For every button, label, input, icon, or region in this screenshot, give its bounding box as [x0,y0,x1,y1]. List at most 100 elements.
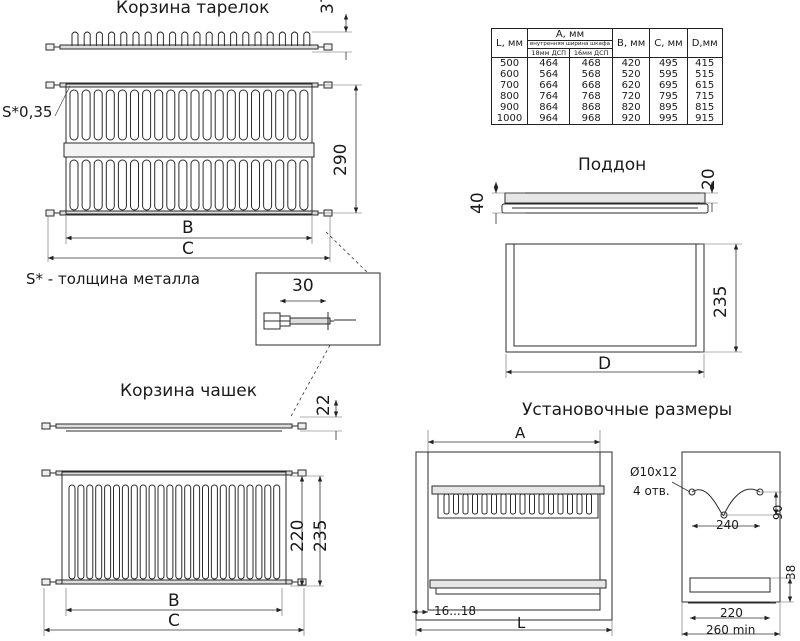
table-cell: 568 [569,69,613,80]
thickness-note: S*0,35 [2,103,53,121]
holes-diameter-note: Ø10x12 [630,465,678,479]
table-cell: 964 [527,113,571,125]
cup-slot [210,484,218,580]
thickness-leader [54,85,71,117]
plate-hook [266,31,274,46]
plate-slot [263,89,273,141]
cup-slot [157,484,165,580]
plate-slot [263,159,273,211]
col-header-l: L, мм [490,28,529,58]
plate-slot [226,89,236,141]
plate-hook [95,31,103,46]
col-header-a-18: 18мм ДСП [527,48,571,58]
tray-inner [513,243,697,347]
cup-slot [255,484,263,580]
plate-slot [117,159,127,211]
plate-hook [156,31,164,46]
plate-slot [81,89,91,141]
install-basket-slot [538,493,545,515]
install-basket-slot [529,493,535,515]
plate-slot [105,159,115,211]
rail-end-cap [297,469,307,477]
plate-slot [251,159,260,211]
table-cell: 600 [490,69,529,80]
plate-slot [93,89,103,141]
dim-install-90: 90 [771,504,785,520]
dim-cups-b: B [168,591,180,611]
table-cell: 515 [686,69,723,80]
plate-hook [254,31,262,46]
cup-rack-drawing [41,422,307,586]
plate-slot [142,89,152,141]
plate-slot [251,89,260,141]
plate-slot [238,159,248,211]
plate-hook [83,31,91,46]
plate-slot [214,89,224,141]
plate-slot [214,159,224,211]
cabinet-inner [427,451,601,611]
plate-slot [166,159,176,211]
dim-cups-height-220: 220 [288,519,308,552]
dim-install-l: L [517,614,526,632]
table-cell: 895 [649,102,688,113]
install-basket-slot [567,493,573,515]
rail-end-cap [45,81,55,89]
plate-slot [299,159,309,211]
table-cell: 900 [490,102,529,113]
cup-slot [228,484,236,580]
cups-frame [61,471,287,585]
rail-end-cap [45,43,55,51]
plate-slot [130,89,139,141]
plate-hook [242,31,250,46]
plate-slot [287,159,297,211]
install-basket-slot [510,493,516,515]
cup-slot [148,484,156,580]
plate-hook [108,31,116,46]
plate-slot [275,89,285,141]
thickness-legend: S* - толщина металла [26,270,200,288]
cup-slot [273,484,281,580]
cups-lower-rail [55,579,293,585]
install-basket-slot [548,493,554,515]
dim-install-240: 240 [716,518,739,532]
cup-slot [202,484,209,580]
plate-hook [278,31,286,46]
install-basket-slot [500,493,507,515]
cup-slot [184,484,192,580]
plate-hook [144,31,152,46]
tray-base [501,203,709,214]
rail-end-cap [297,422,307,430]
table-cell: 615 [686,80,723,91]
plates-middle-bar [63,142,315,158]
table-cell: 420 [611,57,651,69]
table-cell: 764 [527,91,571,102]
rail-end-cap [41,469,51,477]
install-basket-slot [557,493,564,515]
cup-slot [237,484,245,580]
dim-tray-depth: 235 [711,285,731,318]
table-cell: 564 [527,69,571,80]
dim-plates-height: 290 [331,143,351,176]
install-basket-slot [481,493,488,515]
install-title: Установочные размеры [522,400,733,420]
plate-slot [287,89,297,141]
col-header-d: D,мм [686,28,723,58]
plate-slot [69,159,79,211]
table-cell: 995 [649,113,688,125]
plate-slot [202,89,212,141]
plate-rack-drawing [45,31,333,217]
table-cell: 1000 [490,113,529,125]
dim-plates-c: C [182,239,194,259]
cups-title: Корзина чашек [120,381,258,401]
table-cell: 800 [490,91,529,102]
table-cell: 715 [686,91,723,102]
plate-hook [230,31,238,46]
plate-slot [166,89,176,141]
plate-slot [238,89,248,141]
plate-slot [299,89,309,141]
plate-slot [202,159,212,211]
tray-drawing [501,192,709,353]
install-basket-slot [586,493,592,515]
dim-detail-30: 30 [292,276,314,296]
